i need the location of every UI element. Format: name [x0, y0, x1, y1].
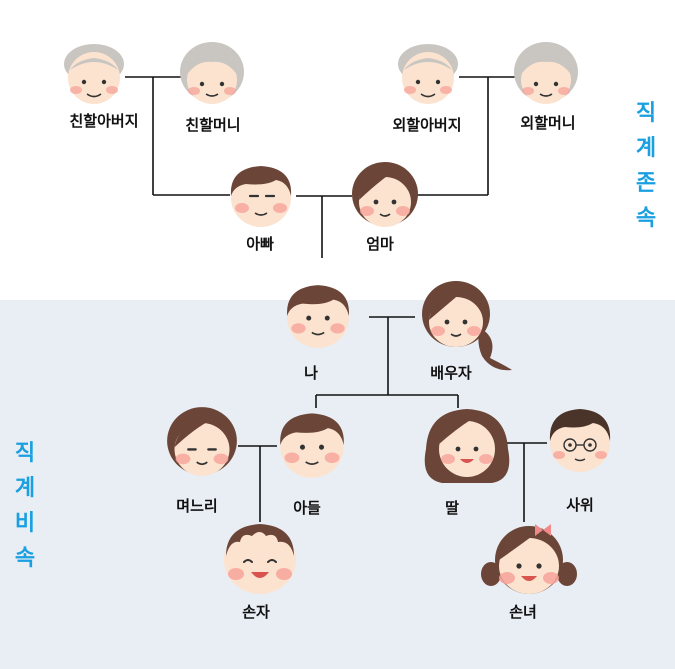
baby-face-icon — [224, 524, 296, 594]
grandmother-face-icon — [514, 42, 578, 104]
label-mother: 엄마 — [366, 235, 394, 253]
woman-ponytail-face-icon — [422, 281, 512, 371]
label-son-in-law: 사위 — [566, 496, 594, 514]
man-face-icon — [287, 285, 349, 348]
woman-long-hair-face-icon — [424, 409, 510, 483]
label-maternal-grandmother: 외할머니 — [520, 114, 576, 132]
label-daughter: 딸 — [445, 499, 459, 517]
grandfather-face-icon — [398, 44, 458, 104]
woman-face-icon — [167, 407, 237, 476]
woman-face-icon — [352, 162, 418, 227]
title-descendant: 직계비속 — [14, 441, 36, 571]
label-daughter-in-law: 며느리 — [176, 497, 218, 515]
man-face-icon — [280, 413, 344, 478]
label-granddaughter: 손녀 — [509, 603, 537, 621]
label-maternal-grandfather: 외할아버지 — [392, 116, 462, 134]
label-spouse: 배우자 — [430, 364, 472, 382]
title-ascendant: 직계존속 — [635, 101, 657, 231]
label-paternal-grandfather: 친할아버지 — [69, 112, 139, 130]
label-son: 아들 — [293, 499, 321, 517]
label-me: 나 — [304, 364, 318, 382]
girl-pigtails-face-icon — [481, 524, 577, 594]
descendant-background-band — [0, 300, 675, 669]
label-paternal-grandmother: 친할머니 — [185, 116, 241, 134]
label-father: 아빠 — [246, 235, 274, 253]
grandmother-face-icon — [180, 42, 244, 104]
grandfather-face-icon — [64, 44, 124, 104]
man-glasses-face-icon — [549, 409, 611, 472]
label-grandson: 손자 — [242, 603, 270, 621]
man-face-icon — [230, 166, 292, 227]
